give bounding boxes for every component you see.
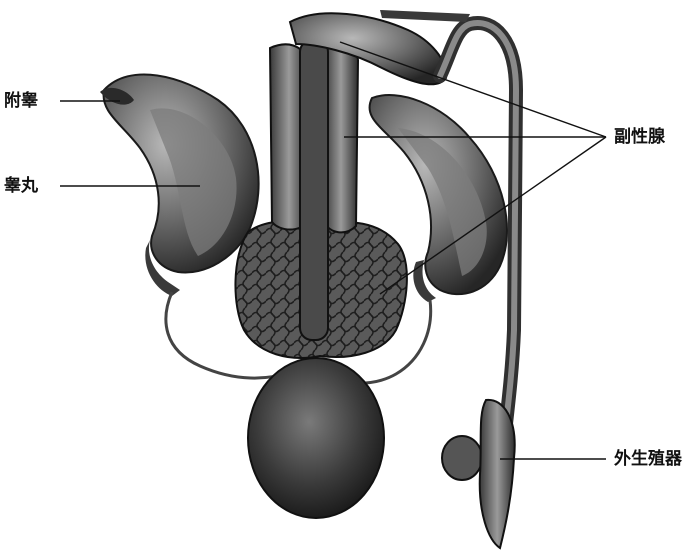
bladder [248, 358, 384, 518]
left-testis [100, 75, 259, 296]
label-epididymis: 附睾 [4, 91, 38, 111]
label-testis: 睾丸 [4, 176, 38, 196]
label-external-genitalia: 外生殖器 [614, 449, 682, 469]
external-genitalia [442, 400, 515, 548]
label-accessory-glands: 副性腺 [614, 127, 665, 147]
